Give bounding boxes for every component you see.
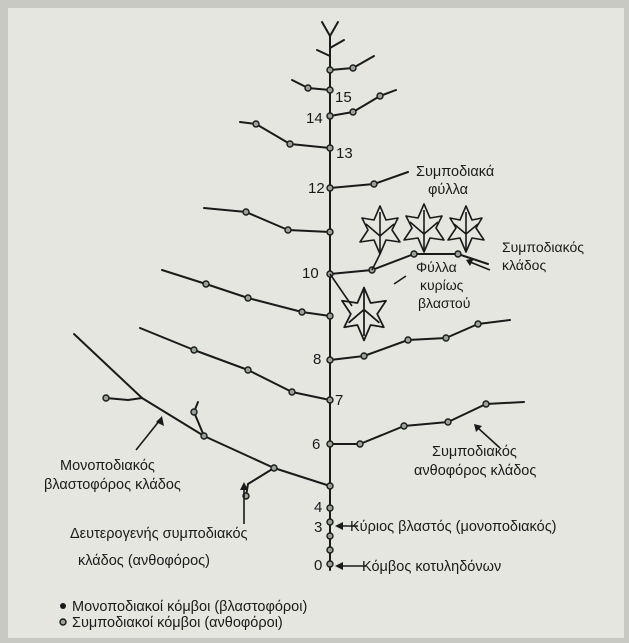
node: [299, 309, 305, 315]
label-sympodial-leaves-2: φύλλα: [428, 182, 468, 198]
node: [245, 367, 251, 373]
node: [327, 483, 333, 489]
label-sympodial-branch-1: Συμποδιακός: [502, 239, 584, 255]
label-cotyledon-node: Κόμβος κοτυληδόνων: [362, 559, 501, 575]
cotton-plant-diagram: 15 14 13 12 10 8 7 6 4 3 0 Συμποδιακά φύ…: [8, 8, 624, 638]
node: [411, 251, 417, 257]
node: [377, 93, 383, 99]
branch-6-flowering: [330, 402, 524, 444]
node: [483, 401, 489, 407]
arrowhead: [335, 522, 343, 530]
label-sympodial-leaves-1: Συμποδιακά: [416, 164, 494, 180]
arrowhead: [335, 562, 343, 570]
branch-monopodial-sub3: [106, 398, 142, 400]
label-monopodial-2: βλαστοφόρος κλάδος: [44, 477, 181, 493]
label-sympodial-flowering-2: ανθοφόρος κλάδος: [414, 463, 536, 479]
node-number-15: 15: [335, 89, 352, 106]
label-main-shoot-leaves-1: Φύλλα: [416, 259, 457, 275]
node: [350, 65, 356, 71]
label-sympodial-branch-2: κλάδος: [502, 257, 546, 273]
branch-monopodial-sub1: [246, 468, 274, 496]
node: [371, 181, 377, 187]
node-number-10: 10: [302, 265, 319, 282]
arrowhead: [466, 258, 474, 266]
label-secondary-2: κλάδος (ανθοφόρος): [78, 553, 210, 569]
branch-10-sympodial: [330, 254, 488, 274]
leaf-petiole: [330, 274, 352, 306]
label-monopodial-1: Μονοποδιακός: [60, 458, 155, 474]
node: [327, 397, 333, 403]
node: [327, 145, 333, 151]
sympodial-leaf-1: [360, 206, 400, 254]
node: [327, 533, 333, 539]
node: [327, 67, 333, 73]
node: [289, 389, 295, 395]
pointer-main-shoot-leaf: [394, 276, 406, 284]
node: [327, 505, 333, 511]
node: [191, 347, 197, 353]
node: [253, 121, 259, 127]
sympodial-leaf-2: [404, 204, 444, 252]
node: [327, 229, 333, 235]
node: [305, 85, 311, 91]
node-number-6: 6: [312, 436, 320, 453]
node: [327, 313, 333, 319]
node-number-8: 8: [313, 351, 321, 368]
legend-dot-monopodial: [60, 603, 66, 609]
node: [245, 295, 251, 301]
label-sympodial-flowering-1: Συμποδιακός: [432, 444, 517, 460]
node: [287, 141, 293, 147]
node-number-3: 3: [314, 519, 322, 536]
pointer-monopodial: [136, 420, 160, 450]
node: [285, 227, 291, 233]
node: [327, 185, 333, 191]
node: [445, 419, 451, 425]
node: [327, 441, 333, 447]
node-number-12: 12: [308, 180, 325, 197]
node-number-0: 0: [314, 557, 322, 574]
figure-panel: 15 14 13 12 10 8 7 6 4 3 0 Συμποδιακά φύ…: [8, 8, 624, 638]
node: [350, 109, 356, 115]
node-number-13: 13: [336, 145, 353, 162]
node: [361, 353, 367, 359]
node: [401, 423, 407, 429]
node-number-7: 7: [335, 392, 343, 409]
branch-11-left: [204, 208, 330, 232]
node: [405, 337, 411, 343]
node: [327, 113, 333, 119]
main-shoot-leaf: [342, 288, 386, 341]
node-number-14: 14: [306, 110, 323, 127]
node: [327, 357, 333, 363]
node: [327, 547, 333, 553]
node: [271, 465, 277, 471]
legend-dot-sympodial: [60, 619, 66, 625]
node: [327, 561, 333, 567]
branch-7-left: [140, 328, 330, 400]
node: [327, 519, 333, 525]
node: [203, 281, 209, 287]
sympodial-leaf-3: [448, 206, 484, 252]
label-main-shoot-leaves-2: κυρίως: [420, 277, 464, 293]
node: [103, 395, 109, 401]
node-number-4: 4: [314, 499, 322, 516]
legend: Μονοποδιακοί κόμβοι (βλαστοφόροι) Συμποδ…: [60, 599, 307, 631]
label-main-shoot-leaves-3: βλαστού: [418, 295, 470, 311]
branch-12-right: [330, 172, 408, 188]
node: [243, 209, 249, 215]
node: [455, 251, 461, 257]
label-secondary-1: Δευτερογενής συμποδιακός: [70, 526, 248, 542]
node: [191, 409, 197, 415]
legend-sympodial: Συμποδιακοί κόμβοι (ανθοφόροι): [72, 615, 283, 631]
node: [475, 321, 481, 327]
node: [443, 335, 449, 341]
node: [201, 433, 207, 439]
node: [357, 441, 363, 447]
node: [327, 87, 333, 93]
label-main-shoot: Κύριος βλαστός (μονοποδιακός): [350, 519, 557, 535]
legend-monopodial: Μονοποδιακοί κόμβοι (βλαστοφόροι): [72, 599, 307, 615]
